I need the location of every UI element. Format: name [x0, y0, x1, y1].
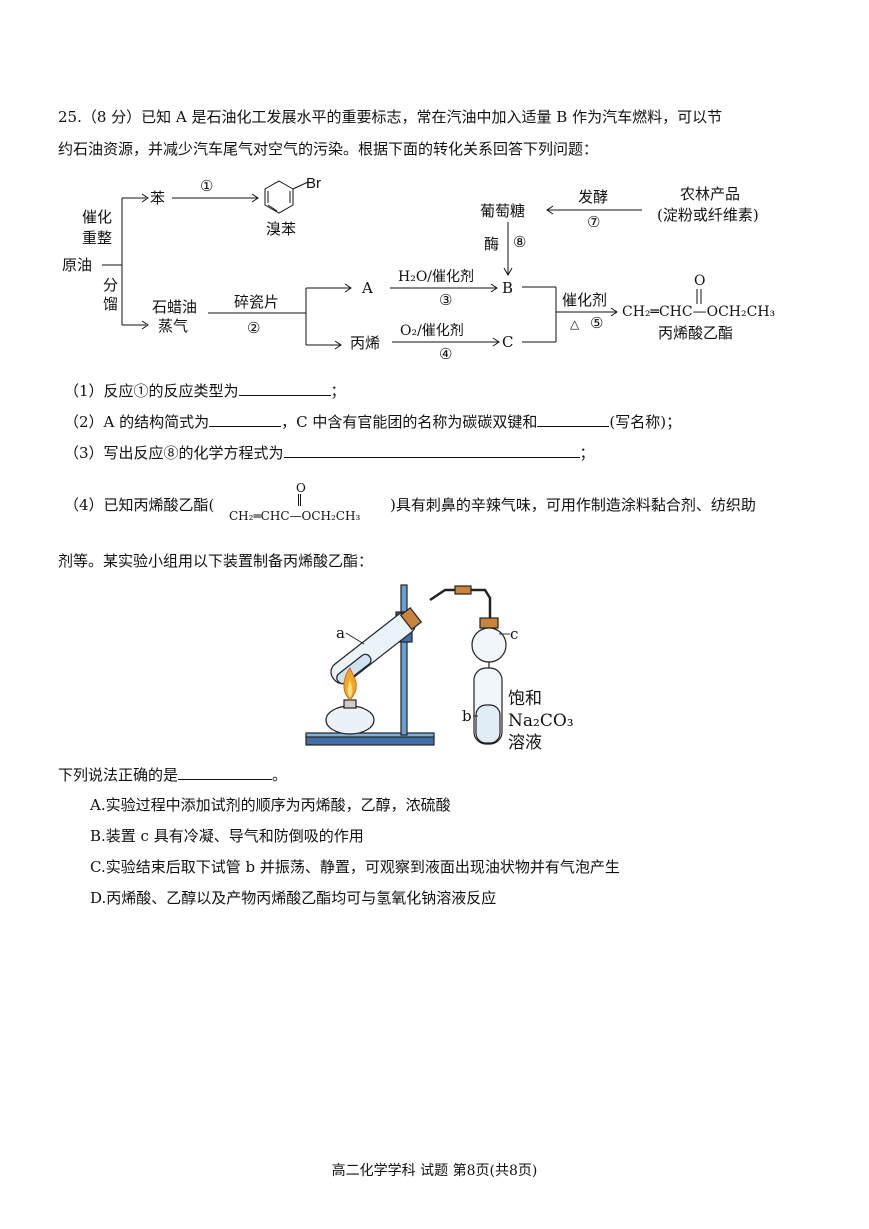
paraffin-label-1: 石蜡油: [152, 298, 197, 316]
option-c: C.实验结束后取下试管 b 并振荡、静置，可观察到液面出现油状物并有气泡产生: [90, 858, 620, 876]
crude-oil-label: 原油: [62, 256, 92, 274]
sub-question-3: （3）写出反应⑧的化学方程式为 ；: [64, 442, 595, 463]
question-line-2: 约石油资源，并减少汽车尾气对空气的污染。根据下面的转化关系回答下列问题：: [58, 140, 599, 158]
apparatus-illustration: a c b 饱和 Na₂CO₃ 溶液: [305, 584, 574, 753]
step-4-label: ④: [439, 345, 452, 363]
ferment-label: 发酵: [578, 188, 608, 206]
bromobenzene-label: 溴苯: [266, 220, 296, 238]
answer-blank-1[interactable]: [238, 380, 331, 396]
paraffin-label-2: 蒸气: [158, 317, 188, 335]
distill-label-2: 馏: [103, 295, 118, 313]
answer-blank-3[interactable]: [283, 442, 580, 458]
sub-question-4-c: 剂等。某实验小组用以下装置制备丙烯酸乙酯：: [58, 552, 374, 570]
catalyst-label: 催化剂: [562, 291, 607, 309]
apparatus-label-c: c: [510, 625, 518, 643]
choice-answer-blank[interactable]: [178, 764, 273, 780]
step-1-label: ①: [200, 177, 213, 195]
sub-question-2-end: (写名称)；: [609, 413, 682, 431]
step-5-label: ⑤: [590, 314, 603, 332]
sub-question-2: （2）A 的结构简式为 ，C 中含有官能团的名称为碳碳双键和 (写名称)；: [64, 411, 681, 432]
choice-prompt: 下列说法正确的是 。: [58, 764, 287, 785]
reaction-scheme: 苯 ① Br 溴苯 催化 重整 原油 分 馏 石蜡油 蒸气 碎瓷片 ② A 丙烯…: [62, 175, 775, 363]
choice-prompt-text: 下列说法正确的是: [58, 766, 179, 784]
compound-c-label: C: [502, 333, 513, 351]
product-formula: CH₂═CHC—OCH₂CH₃: [622, 304, 775, 320]
distill-label-1: 分: [103, 276, 118, 294]
sub-question-2-mid: ，C 中含有官能团的名称为碳碳双键和: [281, 413, 538, 431]
glucose-label: 葡萄糖: [480, 202, 525, 220]
product-oxygen-atom: O: [694, 273, 705, 289]
option-a: A.实验过程中添加试剂的顺序为丙烯酸，乙醇，浓硫酸: [90, 796, 451, 814]
sub-question-4-formula: CH₂═CHC—OCH₂CH₃: [229, 509, 361, 523]
agri-label-2: (淀粉或纤维素): [657, 206, 759, 224]
catalytic-label-1: 催化: [82, 208, 112, 226]
benzene-label: 苯: [150, 189, 165, 207]
sub-question-4-oxygen: O: [296, 481, 306, 495]
sub-question-1: （1）反应①的反应类型为 ；: [64, 380, 346, 401]
inline-carbonyl-bond: [298, 494, 301, 506]
water-catalyst-label: H₂O/催化剂: [398, 269, 474, 285]
propene-label: 丙烯: [350, 334, 380, 352]
catalytic-label-2: 重整: [82, 229, 112, 247]
apparatus-label-b: b: [462, 707, 472, 725]
choice-prompt-end: 。: [272, 766, 288, 784]
porcelain-label: 碎瓷片: [234, 293, 279, 311]
oxygen-catalyst-label: O₂/催化剂: [400, 323, 464, 339]
step-3-label: ③: [439, 291, 452, 309]
saturated-label-1: 饱和: [508, 689, 542, 709]
option-d: D.丙烯酸、乙醇以及产物丙烯酸乙酯均可与氢氧化钠溶液反应: [90, 889, 497, 907]
saturated-label-2: Na₂CO₃: [508, 711, 574, 731]
enzyme-label: 酶: [484, 235, 499, 253]
sub-question-2-text: （2）A 的结构简式为: [64, 413, 210, 431]
page-footer: 高二化学学科 试题 第8页(共8页): [331, 1163, 538, 1179]
apparatus-label-a: a: [336, 624, 345, 642]
sub-question-4-b: )具有刺鼻的辛辣气味，可用作制造涂料黏合剂、纺织助: [390, 496, 756, 514]
step-7-label: ⑦: [587, 213, 600, 231]
product-name: 丙烯酸乙酯: [658, 324, 733, 342]
agri-label-1: 农林产品: [680, 185, 740, 203]
heat-symbol: △: [570, 317, 580, 331]
compound-b-label: B: [502, 279, 513, 297]
compound-a-label: A: [361, 279, 373, 297]
option-b: B.装置 c 具有冷凝、导气和防倒吸的作用: [90, 827, 364, 845]
answer-blank-2a[interactable]: [209, 411, 282, 427]
step-8-label: ⑧: [513, 233, 526, 251]
answer-blank-2b[interactable]: [537, 411, 610, 427]
sub-question-4-a: （4）已知丙烯酸乙酯(: [64, 496, 215, 514]
step-2-label: ②: [247, 319, 260, 337]
sub-question-1-end: ；: [330, 382, 346, 400]
sub-question-1-text: （1）反应①的反应类型为: [64, 382, 239, 400]
sub-question-3-text: （3）写出反应⑧的化学方程式为: [64, 444, 284, 462]
sub-question-3-end: ；: [579, 444, 595, 462]
question-line-1: 25.（8 分）已知 A 是石油化工发展水平的重要标志，常在汽油中加入适量 B …: [58, 108, 723, 126]
saturated-label-3: 溶液: [508, 733, 542, 753]
br-label: Br: [306, 175, 321, 192]
